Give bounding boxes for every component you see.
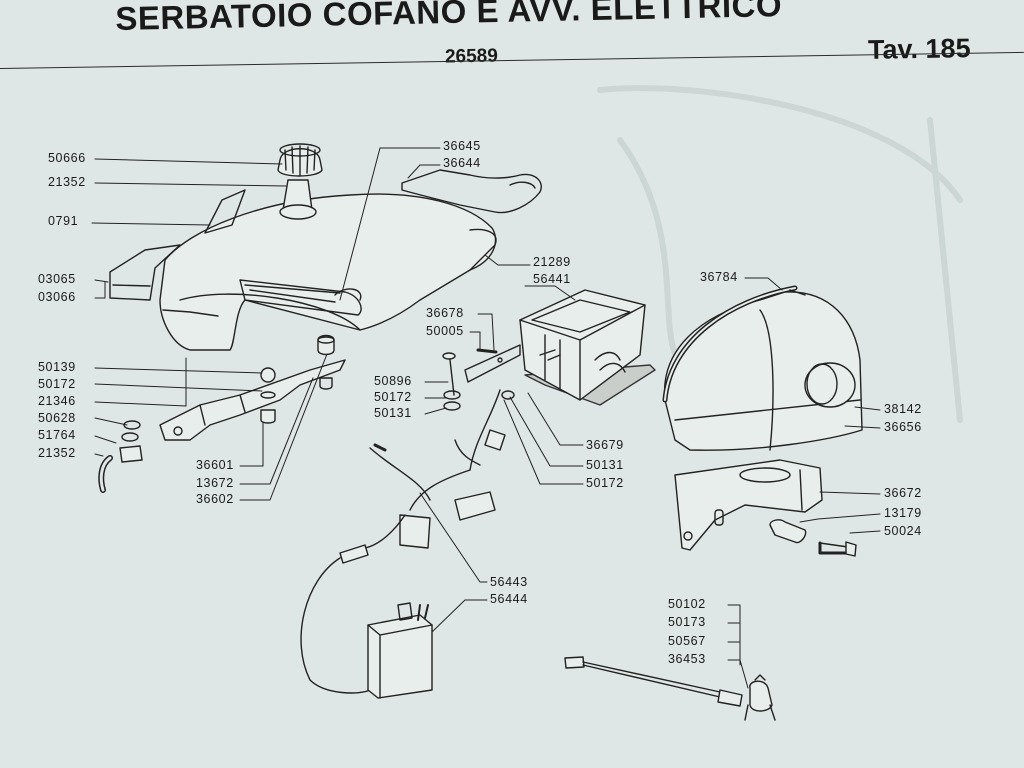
- label-36602: 36602: [196, 492, 234, 506]
- label-50102: 50102: [668, 597, 706, 611]
- label-21346: 21346: [38, 394, 76, 408]
- label-50005: 50005: [426, 324, 464, 338]
- wiring-drawing: [300, 389, 506, 699]
- label-36644: 36644: [443, 156, 481, 170]
- label-50172-center: 50172: [374, 390, 412, 404]
- label-36678: 36678: [426, 306, 464, 320]
- label-50131-right: 50131: [586, 458, 624, 472]
- label-03066: 03066: [38, 290, 76, 304]
- tank-bracket-drawing: [98, 334, 346, 493]
- label-56444: 56444: [490, 592, 528, 606]
- fuel-line-drawing: [564, 656, 776, 721]
- label-21352-bottom: 21352: [38, 446, 76, 460]
- label-56443: 56443: [490, 575, 528, 589]
- label-36784: 36784: [700, 270, 738, 284]
- label-50172-left: 50172: [38, 377, 76, 391]
- label-50628: 50628: [38, 411, 76, 425]
- label-50139: 50139: [38, 360, 76, 374]
- label-50666: 50666: [48, 151, 86, 165]
- label-21352-top: 21352: [48, 175, 86, 189]
- label-50896: 50896: [374, 374, 412, 388]
- label-50024: 50024: [884, 524, 922, 538]
- label-50173: 50173: [668, 615, 706, 629]
- engine-cover-drawing: [662, 285, 863, 557]
- label-36672: 36672: [884, 486, 922, 500]
- label-36645: 36645: [443, 139, 481, 153]
- label-36601: 36601: [196, 458, 234, 472]
- label-50172-right: 50172: [586, 476, 624, 490]
- label-50131-center: 50131: [374, 406, 412, 420]
- label-03065: 03065: [38, 272, 76, 286]
- fuel-tank-drawing: [109, 143, 542, 351]
- label-51764: 51764: [38, 428, 76, 442]
- label-36679: 36679: [586, 438, 624, 452]
- label-38142: 38142: [884, 402, 922, 416]
- label-21289: 21289: [533, 255, 571, 269]
- label-36656: 36656: [884, 420, 922, 434]
- label-13179: 13179: [884, 506, 922, 520]
- battery-box-drawing: [442, 289, 656, 411]
- label-0791: 0791: [48, 214, 79, 228]
- label-56441: 56441: [533, 272, 571, 286]
- leader-lines: [91, 147, 881, 689]
- label-50567: 50567: [668, 634, 706, 648]
- label-36453: 36453: [668, 652, 706, 666]
- label-13672: 13672: [196, 476, 234, 490]
